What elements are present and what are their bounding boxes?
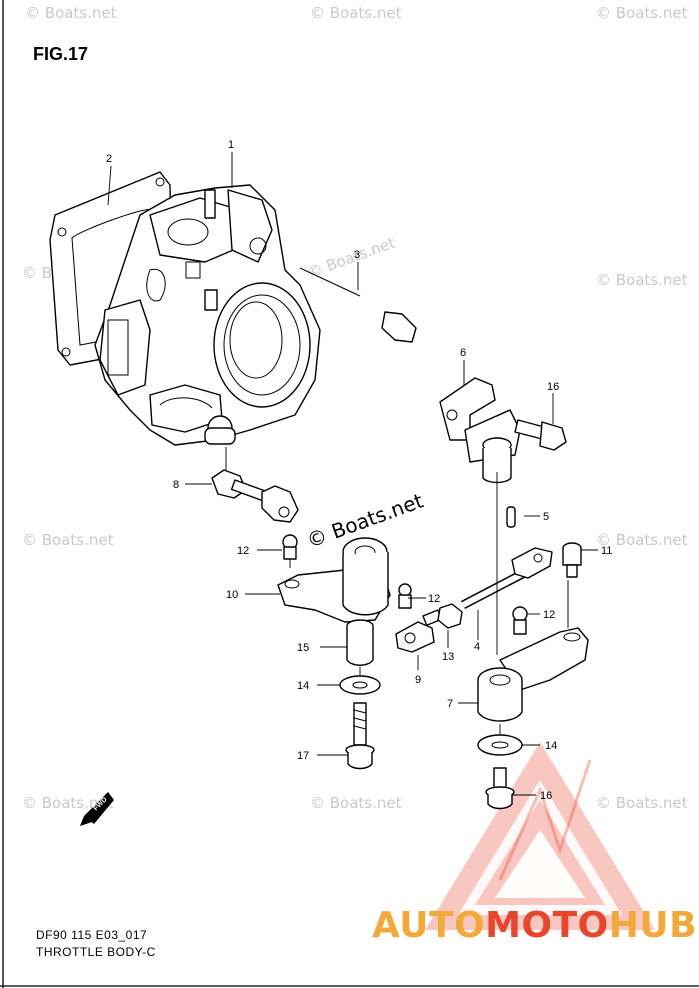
figure-code: DF90 115 E03_017 [36,928,148,942]
pin-part-5 [506,506,516,528]
watermark: © Boats.net [596,794,688,812]
callout-4: 4 [474,641,480,653]
watermark: © Boats.net [22,794,114,812]
callout-16-bottom: 16 [540,790,552,802]
callout-2: 2 [106,153,112,165]
lever-part-10 [277,537,391,623]
callout-7: 7 [447,698,453,710]
watermark: © Boats.net [596,531,688,549]
link-rod-part-8 [211,469,299,523]
callout-3: 3 [354,249,360,261]
callout-9: 9 [415,674,421,686]
ball-stud-part-12-right [512,606,528,635]
collar-part-15 [346,619,374,666]
callout-10: 10 [226,589,238,601]
leader-lines [107,152,598,796]
callout-labels: 1 2 3 4 5 6 7 8 9 10 11 12 12 12 13 14 1… [106,139,612,802]
rod-end-part-9 [395,609,443,653]
adjuster-rod-part-4 [460,547,553,609]
callout-17: 17 [297,750,309,762]
callout-12-middle: 12 [428,593,440,605]
watermark: © Boats.net [305,234,397,282]
callout-6: 6 [460,347,466,359]
stud-part-11 [562,542,582,578]
bolt-part-16-top [514,419,567,451]
watermark: © Boats.net [310,4,402,22]
washer-part-14-right [477,734,523,756]
washer-part-14-left [339,675,381,695]
callout-14-right: 14 [545,740,557,752]
brand-part-moto: MOTO [485,905,609,946]
watermark: © Boats.net [22,531,114,549]
lever-part-7 [477,627,589,722]
watermark: © Boats.net [596,271,688,289]
watermark: © Boats.net [310,794,402,812]
bolt-part-17 [345,702,375,770]
brand-wordmark: AUTOMOTOHUB [372,905,697,946]
callout-5: 5 [543,511,549,523]
callout-14-left: 14 [297,680,309,692]
callout-11: 11 [601,545,612,557]
callout-13: 13 [442,651,454,663]
ball-stud-part-12-left [282,534,298,568]
nut-part-13 [437,603,463,629]
callout-12-left: 12 [237,545,249,557]
bolt-part-16-bottom [485,767,515,810]
callout-1: 1 [228,139,234,151]
watermark: © Boats.net [25,4,117,22]
automotohub-logo [425,742,655,930]
callout-16-top: 16 [547,381,559,393]
brand-part-auto: AUTO [372,905,486,946]
throttle-body-part-1 [94,184,321,446]
figure-title: FIG.17 [33,44,89,64]
callout-15: 15 [297,642,309,654]
brand-part-hub: HUB [608,905,698,946]
ball-stud-part-12-middle [398,583,412,609]
figure-name: THROTTLE BODY-C [36,945,156,959]
bolt-part-3 [296,267,417,343]
callout-12-right: 12 [543,609,555,621]
watermark: © Boats.net [596,4,688,22]
bracket-part-6 [439,377,521,484]
callout-8: 8 [173,479,179,491]
